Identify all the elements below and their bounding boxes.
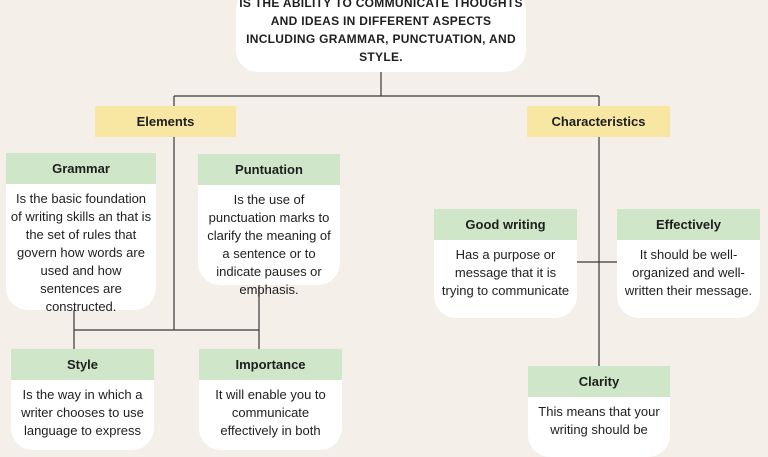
importance-card: It will enable you to communicate effect… — [199, 380, 342, 450]
importance-label: Importance — [199, 349, 342, 380]
good-writing-label: Good writing — [434, 209, 577, 240]
effectively-card: It should be well-organized and well-wri… — [617, 240, 760, 318]
connector-lines — [73, 72, 617, 366]
grammar-label: Grammar — [6, 153, 156, 184]
effectively-label: Effectively — [617, 209, 760, 240]
punctuation-card: Is the use of punctuation marks to clari… — [198, 185, 340, 297]
grammar-card: Is the basic foundation of writing skill… — [6, 184, 156, 314]
clarity-card: This means that your writing should be — [528, 397, 670, 457]
good-writing-card: Has a purpose or message that it is tryi… — [434, 240, 577, 318]
punctuation-label: Puntuation — [198, 154, 340, 185]
branch-characteristics: Characteristics — [527, 106, 670, 137]
style-label: Style — [11, 349, 154, 380]
clarity-label: Clarity — [528, 366, 670, 397]
style-card: Is the way in which a writer chooses to … — [11, 380, 154, 450]
branch-elements: Elements — [95, 106, 236, 137]
definition-node: IS THE ABILITY TO COMMUNICATE THOUGHTS A… — [236, 0, 526, 72]
